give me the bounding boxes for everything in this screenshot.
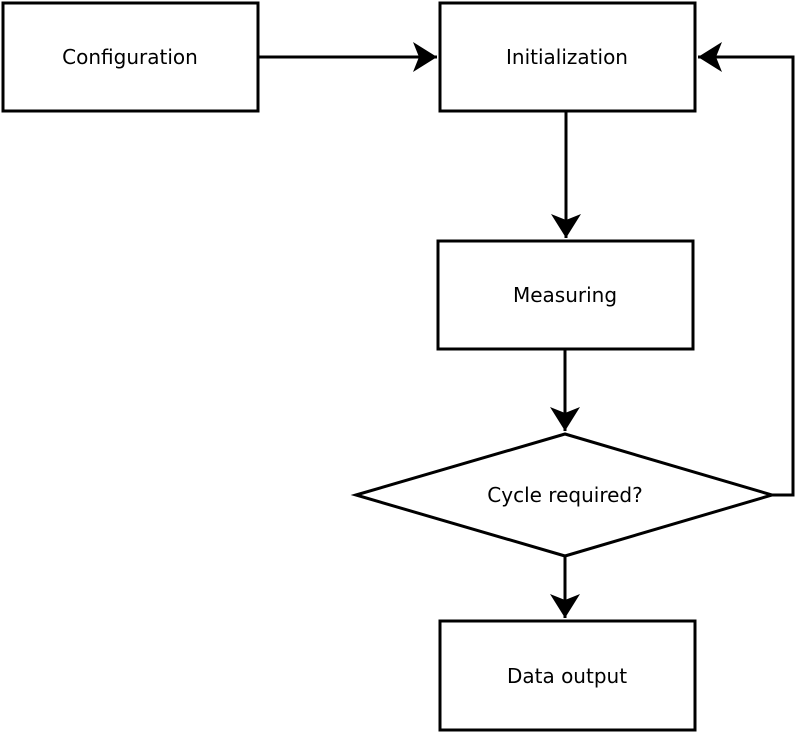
node-measuring: Measuring: [436, 239, 695, 351]
node-data-output: Data output: [438, 619, 697, 732]
node-measuring-label: Measuring: [513, 283, 617, 307]
node-data-output-label: Data output: [507, 664, 627, 688]
node-cycle-required-label: Cycle required?: [487, 483, 642, 507]
node-configuration-label: Configuration: [62, 45, 198, 69]
node-initialization: Initialization: [438, 1, 697, 113]
node-configuration: Configuration: [1, 1, 260, 113]
edge-cycle-required-to-initialization-loop: [698, 42, 795, 497]
node-configuration-box: [1, 1, 260, 113]
node-cycle-required-diamond: [350, 432, 778, 558]
node-data-output-box: [438, 619, 697, 732]
node-initialization-box: [438, 1, 697, 113]
node-measuring-box: [436, 239, 695, 351]
node-initialization-label: Initialization: [506, 45, 628, 69]
node-cycle-required: Cycle required?: [350, 432, 778, 558]
